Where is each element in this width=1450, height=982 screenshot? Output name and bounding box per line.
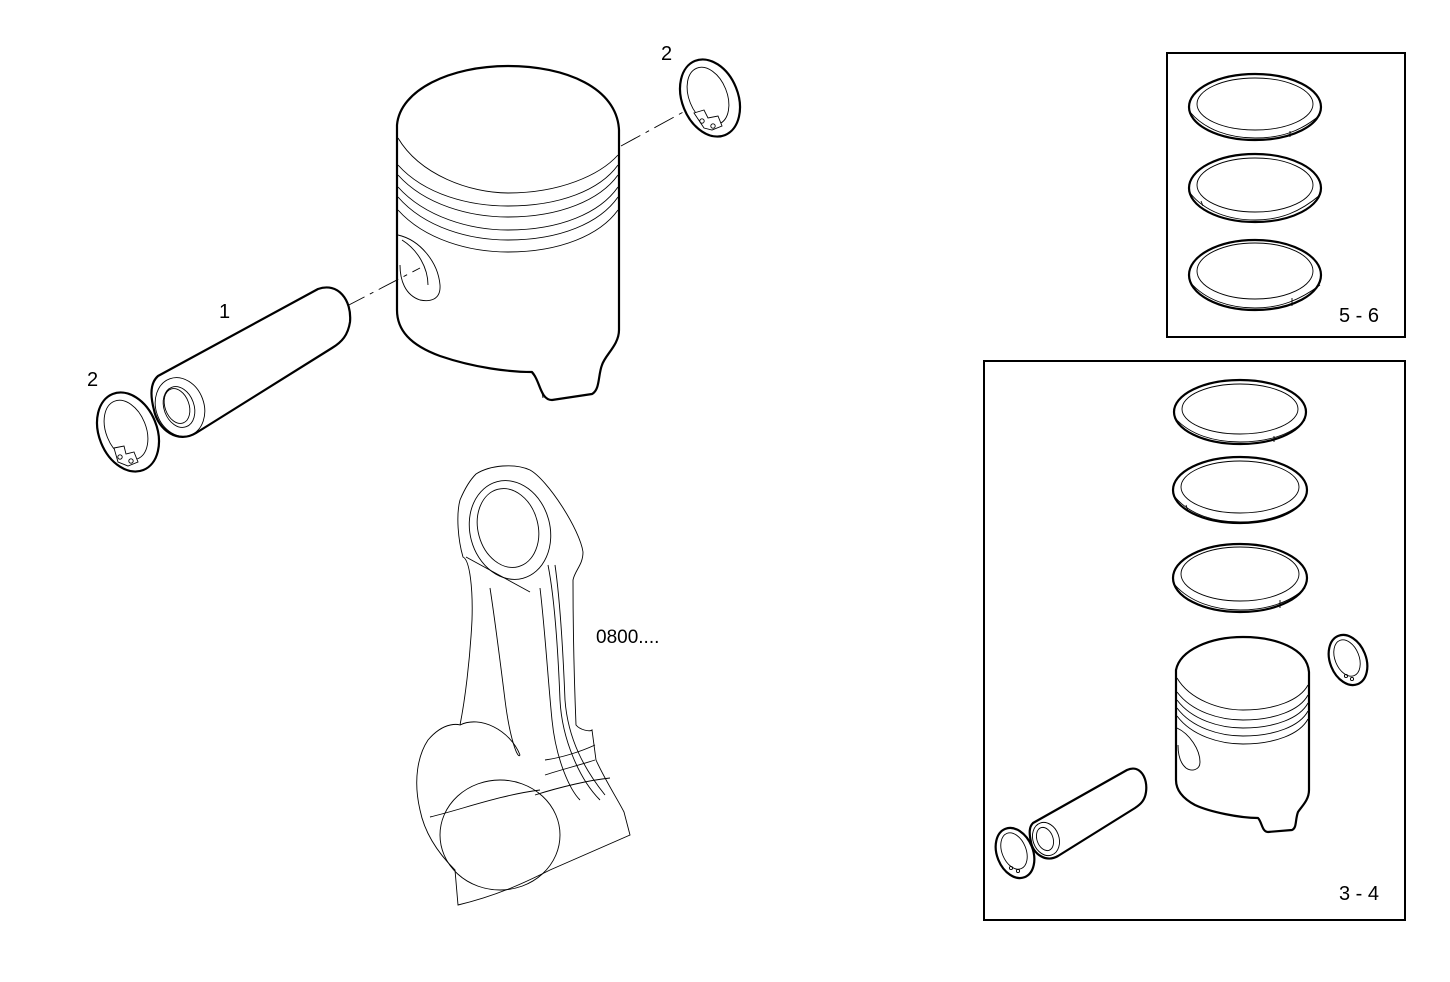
connecting-rod-drawing (416, 465, 631, 906)
callout-circlip-top[interactable]: 2 (661, 43, 673, 65)
inset-rings-drawing (1187, 72, 1323, 312)
callout-piston-pin[interactable]: 1 (219, 301, 231, 323)
inset-frame-rings (1166, 52, 1406, 338)
callout-connecting-rod[interactable]: 0800.... (596, 627, 660, 648)
piston-pin-drawing (150, 286, 352, 438)
circlip-left-drawing (95, 391, 161, 473)
inset-piston-kit-drawing (994, 378, 1369, 880)
circlip-right-drawing (678, 58, 742, 138)
inset-frame-piston-kit (983, 360, 1406, 921)
piston-drawing (395, 64, 621, 402)
inset-label-rings[interactable]: 5 - 6 (1339, 305, 1380, 327)
callout-circlip-left[interactable]: 2 (87, 369, 99, 391)
inset-label-piston-kit[interactable]: 3 - 4 (1339, 883, 1380, 905)
assembly-axis-line (620, 103, 699, 147)
assembly-axis-line (344, 267, 421, 308)
